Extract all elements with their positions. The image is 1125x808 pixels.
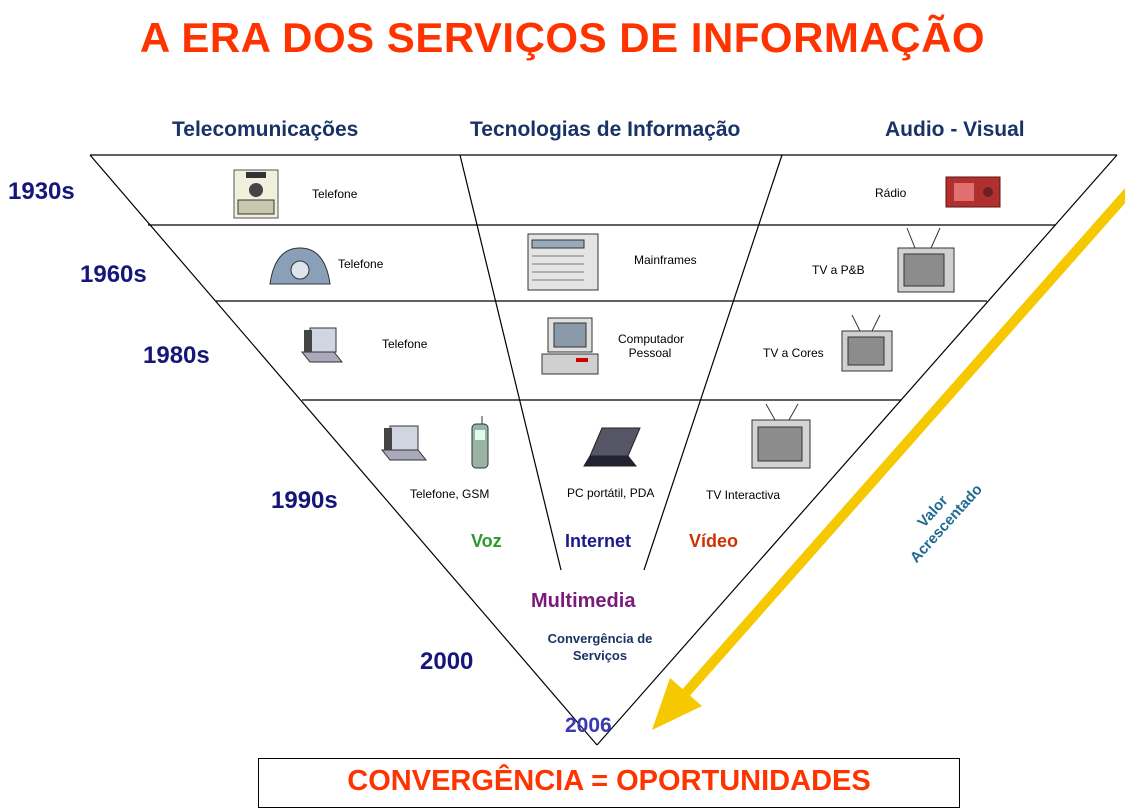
year-1960s: 1960s [80,261,147,288]
value-arrow-head [652,678,702,730]
radio-icon [945,176,1001,208]
antique-telephone-icon [233,169,279,219]
stream-video: Vídeo [689,531,739,551]
year-2006: 2006 [565,714,612,737]
year-1930s: 1930s [8,178,75,205]
year-1980s: 1980s [143,342,210,369]
multimedia-label: Multimedia [531,590,636,612]
column-header-telecom: Telecomunicações [172,118,359,141]
laptop-icon [583,427,641,467]
label-telefone-1980: Telefone [382,337,428,351]
label-computador-line1: Computador [618,332,685,346]
column-header-audiovisual: Audio - Visual [885,118,1025,141]
mainframe-icon [527,233,599,291]
label-pc-portatil: PC portátil, PDA [567,486,655,500]
column-header-it: Tecnologias de Informação [470,118,741,141]
telephone-1990-icon [380,425,428,461]
column-divider-right [643,154,783,571]
bottom-conclusion-box: CONVERGÊNCIA = OPORTUNIDADES [258,758,960,808]
year-1990s: 1990s [271,487,338,514]
label-telefone-gsm: Telefone, GSM [410,487,490,501]
label-radio: Rádio [875,186,907,200]
label-tv-pb: TV a P&B [812,263,865,277]
color-tv-icon [841,314,893,372]
personal-computer-icon [541,317,599,375]
funnel-left-edge [89,154,598,746]
label-tv-interactiva: TV Interactiva [706,488,781,502]
label-telefone-1960: Telefone [338,257,384,271]
desk-telephone-icon [300,327,344,363]
label-computador-pessoal: Computador Pessoal [618,332,685,360]
convergencia-line1: Convergência de [547,631,653,646]
stream-internet: Internet [565,531,632,551]
column-divider-left [459,154,562,571]
interactive-tv-icon [751,403,811,469]
black-white-tv-icon [897,227,955,293]
label-mainframes: Mainframes [634,253,697,267]
mobile-phone-icon [471,416,489,469]
rotary-telephone-icon [269,247,331,285]
value-arrow-shaft [672,188,1125,708]
label-tv-cores: TV a Cores [763,346,824,360]
year-2000: 2000 [420,648,474,675]
stream-voz: Voz [471,531,502,551]
convergencia-servicos: Convergência de Serviços [522,630,678,664]
convergencia-line2: Serviços [572,648,628,663]
bottom-conclusion-text: CONVERGÊNCIA = OPORTUNIDADES [347,765,871,797]
label-telefone-1930: Telefone [312,187,358,201]
page-title: A ERA DOS SERVIÇOS DE INFORMAÇÃO [139,14,986,61]
funnel-right-edge [596,154,1118,746]
label-computador-line2: Pessoal [628,346,672,360]
